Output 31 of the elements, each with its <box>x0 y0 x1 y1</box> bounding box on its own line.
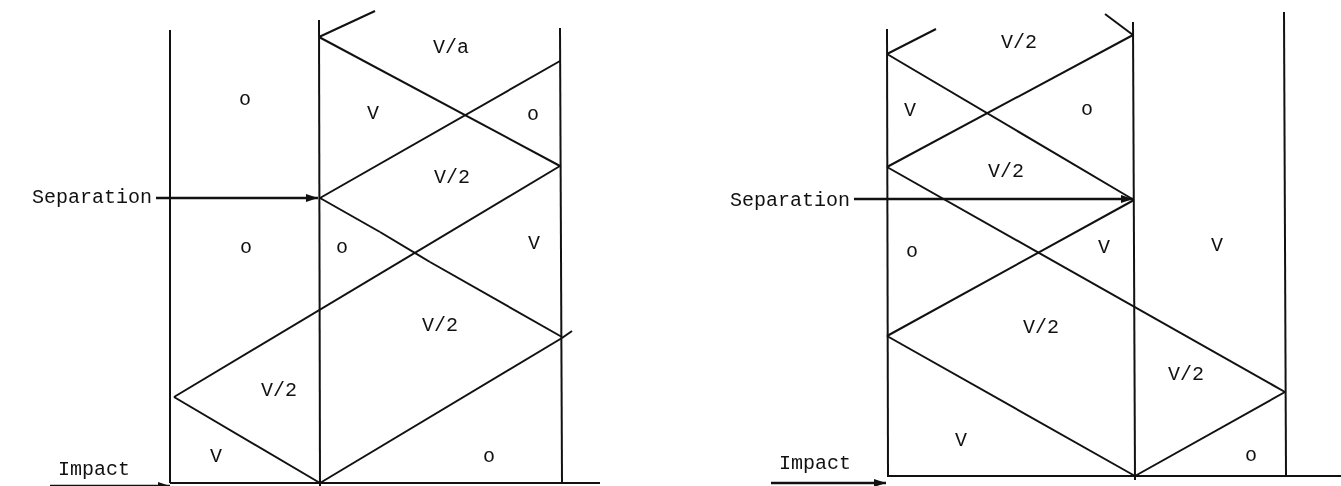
region-label: o <box>336 238 348 258</box>
callout-text: Impact <box>779 454 851 474</box>
region-label: V/2 <box>988 162 1024 182</box>
region-label: V/2 <box>1001 33 1037 53</box>
region-label: o <box>240 238 252 258</box>
arrow <box>50 482 170 486</box>
region-label: o <box>1081 100 1093 120</box>
region-label: V <box>210 447 222 467</box>
region-label: V <box>955 431 967 451</box>
region-label: V <box>1211 236 1223 256</box>
arrow <box>854 195 1133 203</box>
region-label: V/2 <box>422 316 458 336</box>
callout-text: Separation <box>730 191 850 211</box>
region-label: V/2 <box>1168 365 1204 385</box>
region-label: o <box>483 447 495 467</box>
region-label: V <box>528 234 540 254</box>
region-label: V <box>904 101 916 121</box>
region-label: o <box>906 242 918 262</box>
region-label: V/a <box>433 38 469 58</box>
arrow <box>771 479 886 486</box>
arrow <box>156 194 318 202</box>
region-label: V/2 <box>1023 318 1059 338</box>
region-label: V <box>1098 238 1110 258</box>
region-label: o <box>1245 446 1257 466</box>
region-label: o <box>239 90 251 110</box>
callout-text: Impact <box>58 460 130 480</box>
region-label: V/2 <box>434 168 470 188</box>
region-label: V <box>367 104 379 124</box>
callout-text: Separation <box>32 188 152 208</box>
region-label: o <box>527 105 539 125</box>
region-label: V/2 <box>261 381 297 401</box>
